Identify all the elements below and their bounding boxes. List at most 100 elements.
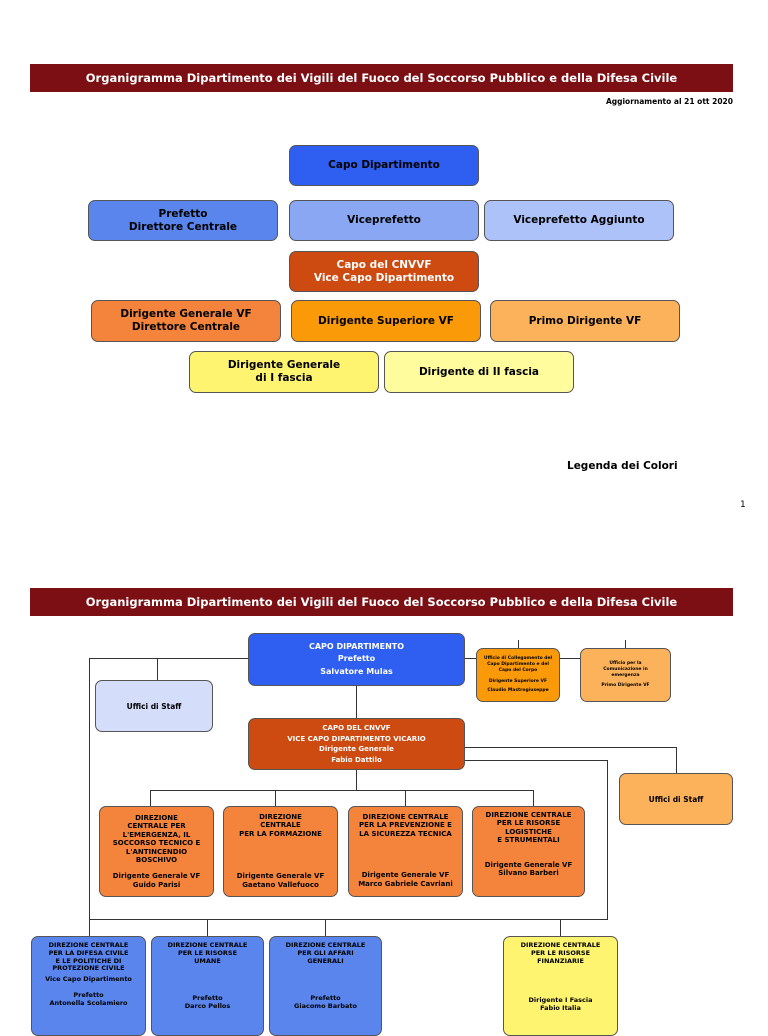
box-title: DIREZIONE CENTRALE [520,941,601,949]
legend-label: di I fascia [255,372,313,384]
direzione-formazione-box: DIREZIONE CENTRALE PER LA FORMAZIONE Dir… [223,806,338,897]
legend-label: Dirigente Generale VF [120,308,252,321]
connector-line [89,919,90,937]
box-role: Prefetto [337,654,376,664]
legend-capo-dipartimento: Capo Dipartimento [289,145,479,186]
connector-line [157,658,158,680]
box-name: Claudio Mastrogiuseppe [487,687,549,693]
box-title: L'ANTINCENDIO [125,847,188,856]
box-title: Uffici di Staff [126,701,182,711]
box-title: PER LA DIFESA CIVILE [48,948,129,957]
direzione-emergenza-box: DIREZIONE CENTRALE PER L'EMERGENZA, IL S… [99,806,214,897]
box-title: emergenza [611,673,640,678]
legend-label: Dirigente Generale [227,359,341,372]
connector-line [89,919,608,920]
legend-prefetto: Prefetto Direttore Centrale [88,200,278,241]
legend-dirigente-generale-i-fascia: Dirigente Generale di I fascia [189,351,379,393]
box-title: PER LA PREVENZIONE E [359,821,452,830]
legend-primo-dirigente-vf: Primo Dirigente VF [490,300,680,342]
connector-line [89,658,249,659]
box-name: Giacomo Barbato [294,1002,357,1011]
box-title: Ufficio per la [609,660,642,666]
legend-title: Legenda dei Colori [567,460,678,472]
connector-line [607,760,608,920]
box-title: DIREZIONE CENTRALE [167,941,248,949]
box-title: VICE CAPO DIPARTIMENTO VICARIO [287,734,426,743]
box-role: Dirigente I Fascia [528,996,593,1005]
box-name: Fabio Dattilo [331,755,382,764]
box-title: CAPO DEL CNVVF [322,724,391,732]
box-name: Fabio Italia [540,1004,581,1013]
box-name: Darco Pellos [184,1002,231,1011]
legend-label: Dirigente di II fascia [418,365,540,378]
legend-label: Viceprefetto [347,214,421,227]
legend-label: Vice Capo Dipartimento [313,271,455,284]
update-date: Aggiornamento al 21 ott 2020 [605,97,733,106]
legend-label: Capo Dipartimento [328,159,440,172]
box-title: DIREZIONE [259,813,302,821]
uffici-staff-right: Uffici di Staff [619,773,733,825]
connector-line [325,919,326,937]
box-title: PROTEZIONE CIVILE [52,964,125,973]
legend-label: Direttore Centrale [131,321,241,333]
box-title: PER LA FORMAZIONE [239,829,322,838]
connector-line [464,760,608,761]
box-title: Ufficio di Collegamento del [483,656,553,662]
connector-line [356,770,357,790]
box-title: Capo Dipartimento e del [487,662,549,668]
connector-line [560,919,561,937]
legend-label: Primo Dirigente VF [528,314,642,327]
direzione-risorse-umane-box: DIREZIONE CENTRALE PER LE RISORSE UMANE … [151,936,264,1036]
box-name: Guido Parisi [132,880,181,889]
box-title: GENERALI [307,956,344,965]
box-name: Silvano Barberi [498,868,559,877]
legend-capo-cnvvf: Capo del CNVVF Vice Capo Dipartimento [289,251,479,292]
legend-label: Prefetto [158,207,208,220]
box-title: Vice Capo Dipartimento [45,975,132,984]
capo-dipartimento-box: CAPO DIPARTIMENTO Prefetto Salvatore Mul… [248,633,465,686]
legend-label: Dirigente Superiore VF [318,314,454,327]
direzione-affari-generali-box: DIREZIONE CENTRALE PER GLI AFFARI GENERA… [269,936,382,1036]
page2-banner-title: Organigramma Dipartimento dei Vigili del… [85,595,678,609]
box-title: Capo del Corpo [498,668,538,674]
box-title: CAPO DIPARTIMENTO [308,641,405,651]
box-title: PER LE RISORSE [496,819,561,828]
box-role: Prefetto [310,994,341,1003]
legend-label: Capo del CNVVF [336,258,432,271]
box-name: Gaetano Vallefuoco [242,880,319,889]
box-title: PER GLI AFFARI [297,948,354,957]
legend-dirigente-superiore-vf: Dirigente Superiore VF [291,300,481,342]
page1-banner: Organigramma Dipartimento dei Vigili del… [30,64,733,92]
connector-line [150,790,151,806]
box-role: Dirigente Generale [319,745,394,753]
direzione-risorse-logistiche-box: DIREZIONE CENTRALE PER LE RISORSE LOGIST… [472,806,585,897]
box-title: DIREZIONE CENTRALE [362,813,449,821]
connector-line [275,790,276,806]
ufficio-comunicazione-box: Ufficio per la Comunicazione in emergenz… [580,648,671,702]
box-title: FINANZIARIE [537,956,584,965]
box-title: Uffici di Staff [648,794,704,804]
direzione-difesa-civile-box: DIREZIONE CENTRALE PER LA DIFESA CIVILE … [31,936,146,1036]
connector-line [676,747,677,773]
box-title: E LE POLITICHE DI [55,956,122,965]
connector-line [533,790,534,806]
box-role: Dirigente Generale VF [361,871,450,880]
legend-dirigente-generale-vf: Dirigente Generale VF Direttore Centrale [91,300,281,342]
box-title: LA SICUREZZA TECNICA [359,829,452,838]
box-title: LOGISTICHE [505,827,552,836]
direzione-risorse-finanziarie-box: DIREZIONE CENTRALE PER LE RISORSE FINANZ… [503,936,618,1036]
legend-dirigente-ii-fascia: Dirigente di II fascia [384,351,574,393]
box-title: DIREZIONE CENTRALE [485,811,572,819]
box-title: BOSCHIVO [135,855,178,864]
box-name: Marco Gabriele Cavriani [358,879,453,888]
legend-label: Viceprefetto Aggiunto [513,214,645,227]
box-title: PER LE RISORSE [530,948,591,957]
uffici-staff-left: Uffici di Staff [95,680,213,732]
connector-line [464,747,677,748]
page1-banner-title: Organigramma Dipartimento dei Vigili del… [85,71,678,85]
connector-line [405,790,406,806]
box-title: SOCCORSO TECNICO E [112,839,201,848]
box-title: Comunicazione in [603,666,648,672]
box-title: L'EMERGENZA, IL [122,830,191,839]
connector-line [356,686,357,718]
